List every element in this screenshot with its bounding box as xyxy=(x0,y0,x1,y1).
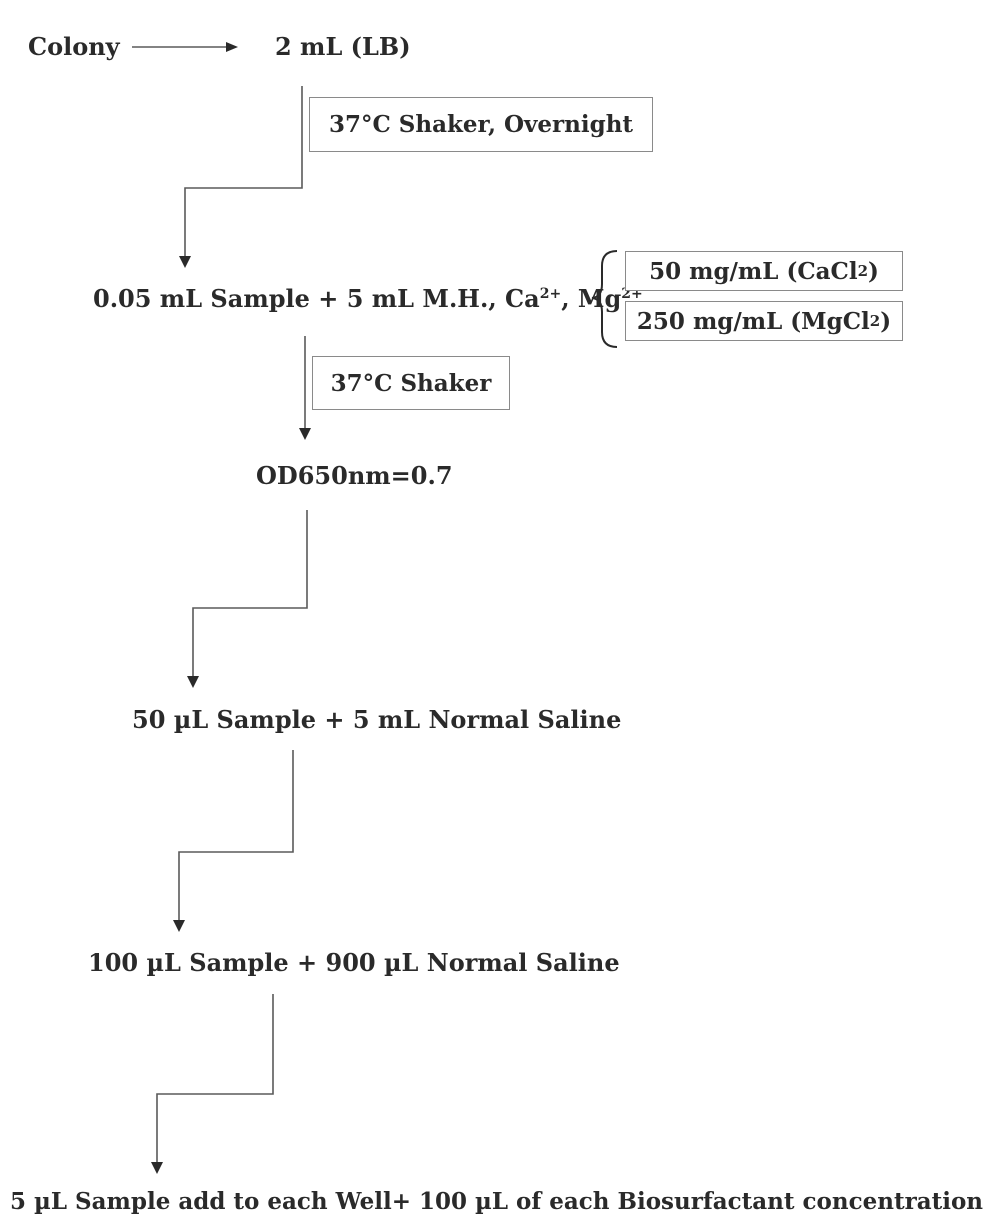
mgcl2-prefix: 250 mg/mL (MgCl xyxy=(636,307,870,335)
curly-brace xyxy=(591,250,618,348)
connector-lb-to-mix xyxy=(184,86,303,256)
arrowhead-final xyxy=(151,1162,163,1174)
incubation-overnight-text: 37°C Shaker, Overnight xyxy=(328,111,634,138)
dilution-saline-label: 50 µL Sample + 5 mL Normal Saline xyxy=(132,705,622,734)
connector-dilution2-to-final xyxy=(156,994,274,1162)
connector-od-to-dilution1 xyxy=(192,510,308,676)
incubation-overnight-box: 37°C Shaker, Overnight xyxy=(309,97,653,152)
arrowhead-dilution1 xyxy=(187,676,199,688)
connector-dilution1-to-dilution2 xyxy=(178,750,294,920)
final-well-label: 5 µL Sample add to each Well+ 100 µL of … xyxy=(10,1188,984,1215)
cacl2-prefix: 50 mg/mL (CaCl xyxy=(649,257,858,285)
od-label: OD650nm=0.7 xyxy=(256,461,453,490)
mix-prefix-text: 0.05 mL Sample + 5 mL M.H., Ca xyxy=(93,284,540,313)
cacl2-suffix: ) xyxy=(868,257,879,285)
arrowhead-od xyxy=(299,428,311,440)
dilution-microliter-label: 100 µL Sample + 900 µL Normal Saline xyxy=(88,948,620,977)
arrowhead-mix xyxy=(179,256,191,268)
colony-label: Colony xyxy=(28,32,120,61)
mix-sep-text: , Mg xyxy=(561,284,622,313)
incubation-shaker-box: 37°C Shaker xyxy=(312,356,510,410)
lb-medium-label: 2 mL (LB) xyxy=(275,32,411,61)
arrowhead-dilution2 xyxy=(173,920,185,932)
mgcl2-suffix: ) xyxy=(880,307,892,335)
incubation-shaker-text: 37°C Shaker xyxy=(330,369,492,397)
ca-charge: 2+ xyxy=(539,286,562,302)
arrowhead-lb xyxy=(226,42,238,52)
mix-sample-label: 0.05 mL Sample + 5 mL M.H., Ca2+, Mg2+ xyxy=(93,284,643,314)
